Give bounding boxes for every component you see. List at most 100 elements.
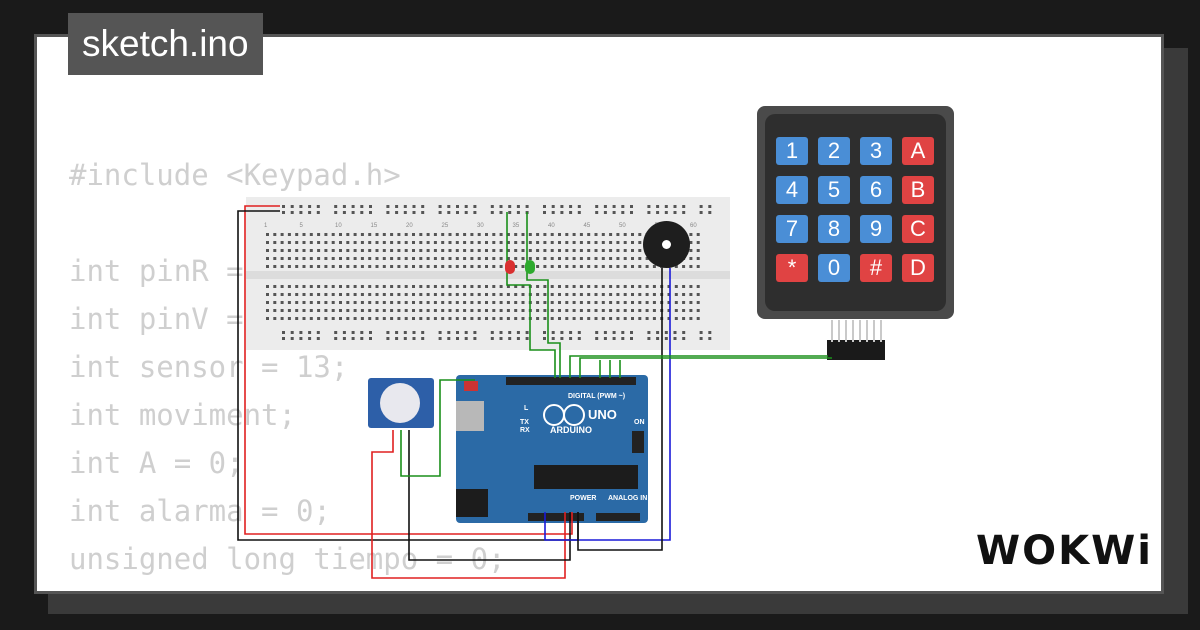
breadboard-hole bbox=[516, 211, 520, 214]
breadboard-hole bbox=[273, 293, 277, 296]
breadboard-hole bbox=[652, 317, 656, 320]
breadboard-hole bbox=[308, 331, 312, 334]
breadboard-hole bbox=[339, 301, 342, 304]
breadboard-hole bbox=[689, 285, 693, 288]
breadboard-hole bbox=[616, 317, 620, 320]
keypad-key-4[interactable]: 4 bbox=[776, 176, 808, 204]
led-red[interactable] bbox=[505, 260, 515, 274]
keypad-key-7[interactable]: 7 bbox=[776, 215, 808, 243]
breadboard-hole bbox=[455, 301, 459, 304]
breadboard-hole bbox=[404, 317, 408, 320]
breadboard-hole bbox=[390, 257, 394, 260]
keypad-key-#[interactable]: # bbox=[860, 254, 892, 282]
breadboard-hole bbox=[470, 309, 474, 312]
breadboard-hole bbox=[273, 257, 277, 260]
breadboard-hole bbox=[441, 257, 445, 260]
breadboard-hole bbox=[280, 285, 284, 288]
breadboard-hole bbox=[455, 257, 459, 260]
breadboard-hole bbox=[397, 265, 401, 268]
breadboard-hole bbox=[419, 285, 423, 288]
breadboard-hole bbox=[492, 317, 496, 320]
keypad-key-5[interactable]: 5 bbox=[818, 176, 850, 204]
breadboard[interactable]: 151015202530354045505560 bbox=[246, 197, 730, 350]
breadboard-hole bbox=[353, 249, 357, 252]
breadboard-hole bbox=[601, 309, 605, 312]
keypad-key-0[interactable]: 0 bbox=[818, 254, 850, 282]
breadboard-hole bbox=[280, 233, 284, 236]
breadboard-hole bbox=[419, 249, 423, 252]
breadboard-hole bbox=[558, 233, 561, 236]
led-green[interactable] bbox=[525, 260, 535, 274]
keypad-key-1[interactable]: 1 bbox=[776, 137, 808, 165]
breadboard-hole bbox=[477, 265, 481, 268]
keypad-key-*[interactable]: * bbox=[776, 254, 808, 282]
breadboard-hole bbox=[558, 241, 561, 244]
breadboard-hole bbox=[266, 301, 269, 304]
keypad-key-D[interactable]: D bbox=[902, 254, 934, 282]
keypad-key-9[interactable]: 9 bbox=[860, 215, 892, 243]
breadboard-hole bbox=[438, 337, 442, 340]
breadboard-hole bbox=[448, 293, 452, 296]
breadboard-hole bbox=[441, 301, 445, 304]
breadboard-hole bbox=[595, 205, 599, 208]
breadboard-hole bbox=[266, 241, 269, 244]
breadboard-hole bbox=[521, 309, 525, 312]
breadboard-hole bbox=[579, 233, 583, 236]
keypad-key-A[interactable]: A bbox=[902, 137, 934, 165]
breadboard-hole bbox=[386, 337, 390, 340]
breadboard-hole bbox=[521, 317, 525, 320]
breadboard-hole bbox=[612, 331, 616, 334]
arduino-uno-board[interactable]: DIGITAL (PWM ~) UNO ARDUINO L TX RX ON P… bbox=[456, 375, 648, 523]
breadboard-hole bbox=[682, 293, 686, 296]
breadboard-hole bbox=[565, 293, 569, 296]
breadboard-hole bbox=[463, 301, 467, 304]
breadboard-hole bbox=[558, 265, 561, 268]
wire-red-gnd-rail bbox=[244, 205, 573, 535]
breadboard-hole bbox=[565, 285, 569, 288]
breadboard-hole bbox=[280, 241, 284, 244]
pir-motion-sensor[interactable] bbox=[368, 378, 434, 428]
breadboard-hole bbox=[543, 293, 547, 296]
breadboard-hole bbox=[455, 265, 459, 268]
keypad-key-B[interactable]: B bbox=[902, 176, 934, 204]
breadboard-hole bbox=[309, 265, 313, 268]
keypad-key-6[interactable]: 6 bbox=[860, 176, 892, 204]
keypad-key-C[interactable]: C bbox=[902, 215, 934, 243]
breadboard-hole bbox=[360, 265, 364, 268]
buzzer[interactable] bbox=[643, 221, 690, 268]
breadboard-hole bbox=[448, 317, 452, 320]
breadboard-column-label: 40 bbox=[548, 223, 555, 229]
breadboard-hole bbox=[386, 205, 390, 208]
breadboard-hole bbox=[477, 293, 481, 296]
breadboard-hole bbox=[448, 257, 452, 260]
breadboard-hole bbox=[403, 337, 407, 340]
breadboard-hole bbox=[506, 249, 510, 252]
breadboard-hole bbox=[441, 317, 445, 320]
breadboard-hole bbox=[551, 337, 555, 340]
breadboard-hole bbox=[550, 293, 554, 296]
breadboard-hole bbox=[397, 241, 401, 244]
keypad-key-8[interactable]: 8 bbox=[818, 215, 850, 243]
breadboard-hole bbox=[382, 293, 386, 296]
breadboard-hole bbox=[572, 249, 576, 252]
breadboard-hole bbox=[404, 309, 408, 312]
breadboard-hole bbox=[499, 205, 503, 208]
breadboard-hole bbox=[708, 211, 712, 214]
keypad-key-3[interactable]: 3 bbox=[860, 137, 892, 165]
breadboard-hole bbox=[565, 265, 569, 268]
breadboard-hole bbox=[638, 293, 642, 296]
breadboard-hole bbox=[543, 257, 547, 260]
breadboard-hole bbox=[521, 249, 525, 252]
breadboard-hole bbox=[550, 249, 554, 252]
breadboard-hole bbox=[426, 301, 430, 304]
breadboard-hole bbox=[569, 337, 573, 340]
breadboard-hole bbox=[579, 249, 583, 252]
breadboard-hole bbox=[375, 265, 379, 268]
breadboard-hole bbox=[390, 317, 394, 320]
breadboard-hole bbox=[334, 205, 338, 208]
breadboard-hole bbox=[331, 257, 335, 260]
keypad-key-2[interactable]: 2 bbox=[818, 137, 850, 165]
breadboard-hole bbox=[331, 309, 335, 312]
